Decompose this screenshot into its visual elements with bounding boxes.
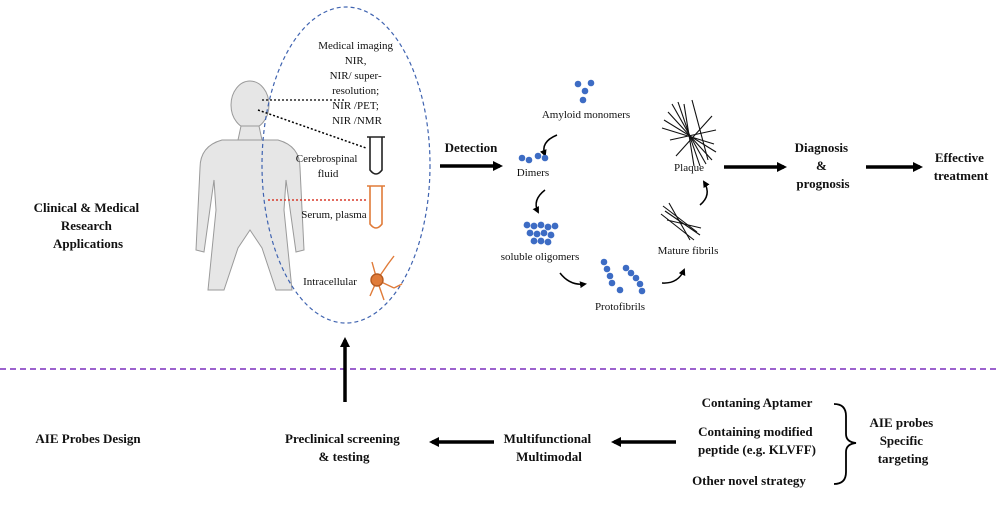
multifunctional-line-2: Multimodal	[516, 449, 582, 464]
csf-leader	[257, 109, 367, 149]
treatment-line-2: treatment	[934, 168, 989, 183]
dimers-icon	[518, 152, 549, 164]
cycle-arrow-5	[699, 180, 710, 206]
csf-line-2: fluid	[318, 168, 339, 180]
human-body-icon	[195, 80, 305, 291]
intracellular-label: Intracellular	[303, 276, 357, 288]
diagnosis-label: Diagnosis & prognosis	[795, 140, 852, 191]
detection-label: Detection	[445, 140, 498, 155]
amyloid-monomers-label: Amyloid monomers	[542, 109, 630, 121]
aie-design-heading: AIE Probes Design	[35, 431, 141, 446]
strategy-other: Other novel strategy	[692, 473, 806, 488]
mature-fibrils-icon	[660, 202, 702, 241]
cycle-arrow-2	[532, 189, 546, 214]
treatment-label: Effective treatment	[934, 150, 989, 183]
imaging-line-3: NIR/ super-	[330, 70, 382, 82]
soluble-oligomers-icon	[523, 221, 559, 246]
preclinical-label: Preclinical screening & testing	[285, 431, 403, 464]
plaque-icon	[661, 99, 717, 167]
mature-fibrils-label: Mature fibrils	[658, 245, 719, 257]
dimers-label: Dimers	[517, 167, 549, 179]
clinical-heading-line-2: Research	[61, 218, 113, 233]
protofibrils-icon	[600, 258, 646, 295]
csf-label: Cerebrospinal fluid	[296, 153, 360, 180]
clinical-heading-line-1: Clinical & Medical	[34, 200, 140, 215]
soluble-oligomers-label: soluble oligomers	[501, 251, 580, 263]
csf-line-1: Cerebrospinal	[296, 153, 358, 165]
imaging-line-5: NIR /PET;	[332, 100, 379, 112]
serum-label: Serum, plasma	[301, 209, 366, 221]
strategy-aptamer: Contaning Aptamer	[702, 395, 813, 410]
strategy-peptide-line-2: peptide (e.g. KLVFF)	[698, 442, 816, 457]
torso-shape	[195, 139, 305, 291]
cycle-arrow-3	[559, 272, 587, 289]
clinical-heading-line-3: Applications	[53, 236, 123, 251]
imaging-line-2: NIR,	[345, 55, 367, 67]
clinical-heading: Clinical & Medical Research Applications	[34, 200, 143, 251]
targeting-label: AIE probes Specific targeting	[870, 415, 937, 466]
diagnosis-line-2: &	[816, 158, 827, 173]
amyloid-monomers-icon	[574, 79, 595, 104]
targeting-line-2: Specific	[880, 433, 924, 448]
preclinical-line-1: Preclinical screening	[285, 431, 400, 446]
imaging-line-1: Medical imaging	[318, 40, 393, 52]
treatment-line-1: Effective	[935, 150, 984, 165]
strategy-peptide: Containing modified peptide (e.g. KLVFF)	[698, 424, 816, 457]
sample-ellipse	[261, 6, 431, 324]
cycle-arrow-1	[539, 134, 558, 157]
imaging-line-4: resolution;	[332, 85, 379, 97]
medical-imaging-label: Medical imaging NIR, NIR/ super- resolut…	[318, 40, 396, 127]
protofibrils-label: Protofibrils	[595, 301, 645, 313]
imaging-line-6: NIR /NMR	[332, 115, 382, 127]
head-shape	[230, 80, 270, 130]
multifunctional-label: Multifunctional Multimodal	[504, 431, 595, 464]
strategy-brace	[833, 403, 857, 485]
targeting-line-1: AIE probes	[870, 415, 934, 430]
preclinical-line-2: & testing	[319, 449, 370, 464]
diagnosis-line-3: prognosis	[796, 176, 849, 191]
targeting-line-3: targeting	[878, 451, 929, 466]
diagnosis-line-1: Diagnosis	[795, 140, 848, 155]
serum-tube-icon	[367, 185, 385, 229]
multifunctional-line-1: Multifunctional	[504, 431, 592, 446]
cycle-arrow-4	[661, 268, 686, 284]
plaque-label: Plaque	[674, 162, 704, 174]
csf-tube-icon	[367, 136, 385, 175]
strategy-peptide-line-1: Containing modified	[698, 424, 813, 439]
neuron-icon	[369, 255, 403, 301]
neck-shape	[237, 125, 263, 141]
